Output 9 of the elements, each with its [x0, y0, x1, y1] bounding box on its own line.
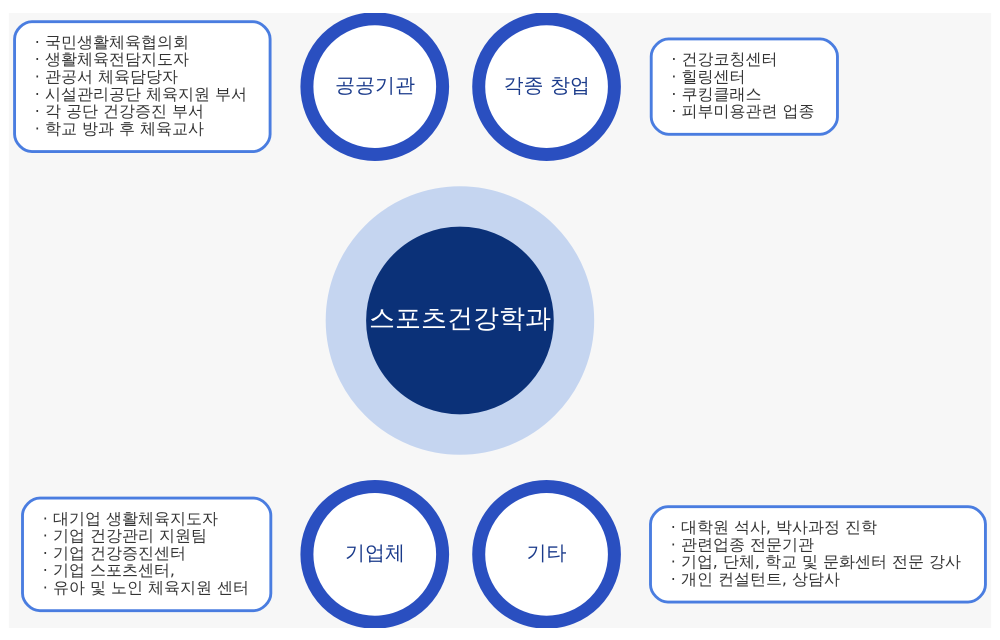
node-circle: 각종 창업 [472, 12, 621, 160]
node-box: · 국민생활체육협의회 · 생활체육전담지도자 · 관공서 체육담당자 · 시설관리공단 체육지원 부서 · 각 공단 건강증진 부서 · 학교 방과 후 체육교사 [13, 20, 272, 153]
node-circle: 기업체 [300, 480, 450, 628]
node-box: · 대학원 석사, 박사과정 진학 · 관련업종 전문기관 · 기업, 단체, 학교 및 문화센터 전문 강사 · 개인 컨설턴트, 상담사 [649, 504, 987, 603]
node-circle: 공공기관 [300, 12, 450, 160]
node-box: · 대기업 생활체육지도자 · 기업 건강관리 지원팀 · 기업 건강증진센터 · 기업 스포츠센터, · 유아 및 노인 체육지원 센터 [21, 496, 272, 612]
node-box: · 건강코칭센터 · 힐링센터 · 쿠킹클래스 · 피부미용관련 업종 [650, 37, 839, 136]
node-circle: 스포츠건강학과 [326, 186, 594, 454]
node-circle: 기타 [472, 480, 621, 628]
